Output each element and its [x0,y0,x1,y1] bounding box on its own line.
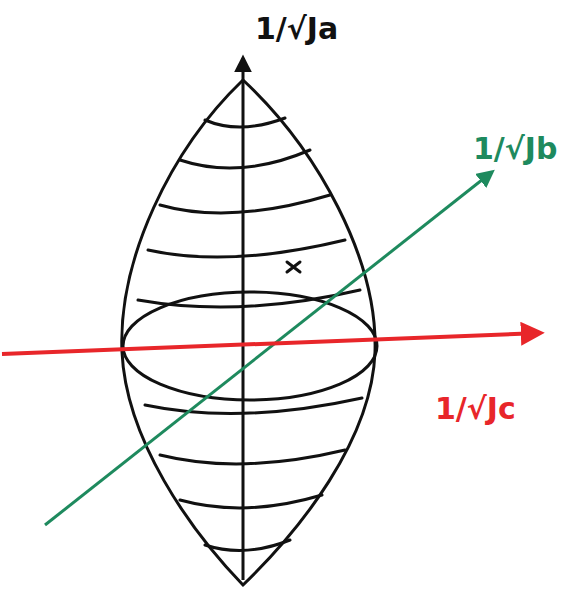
axis-label: 1/√Jc [432,392,519,426]
red-axis [2,333,540,354]
axis-label: 1/√Jb [470,132,560,166]
ellipsoid-outline [122,80,377,585]
axis-label: 1/√Ja [252,12,341,46]
vertical-axis [242,58,245,580]
